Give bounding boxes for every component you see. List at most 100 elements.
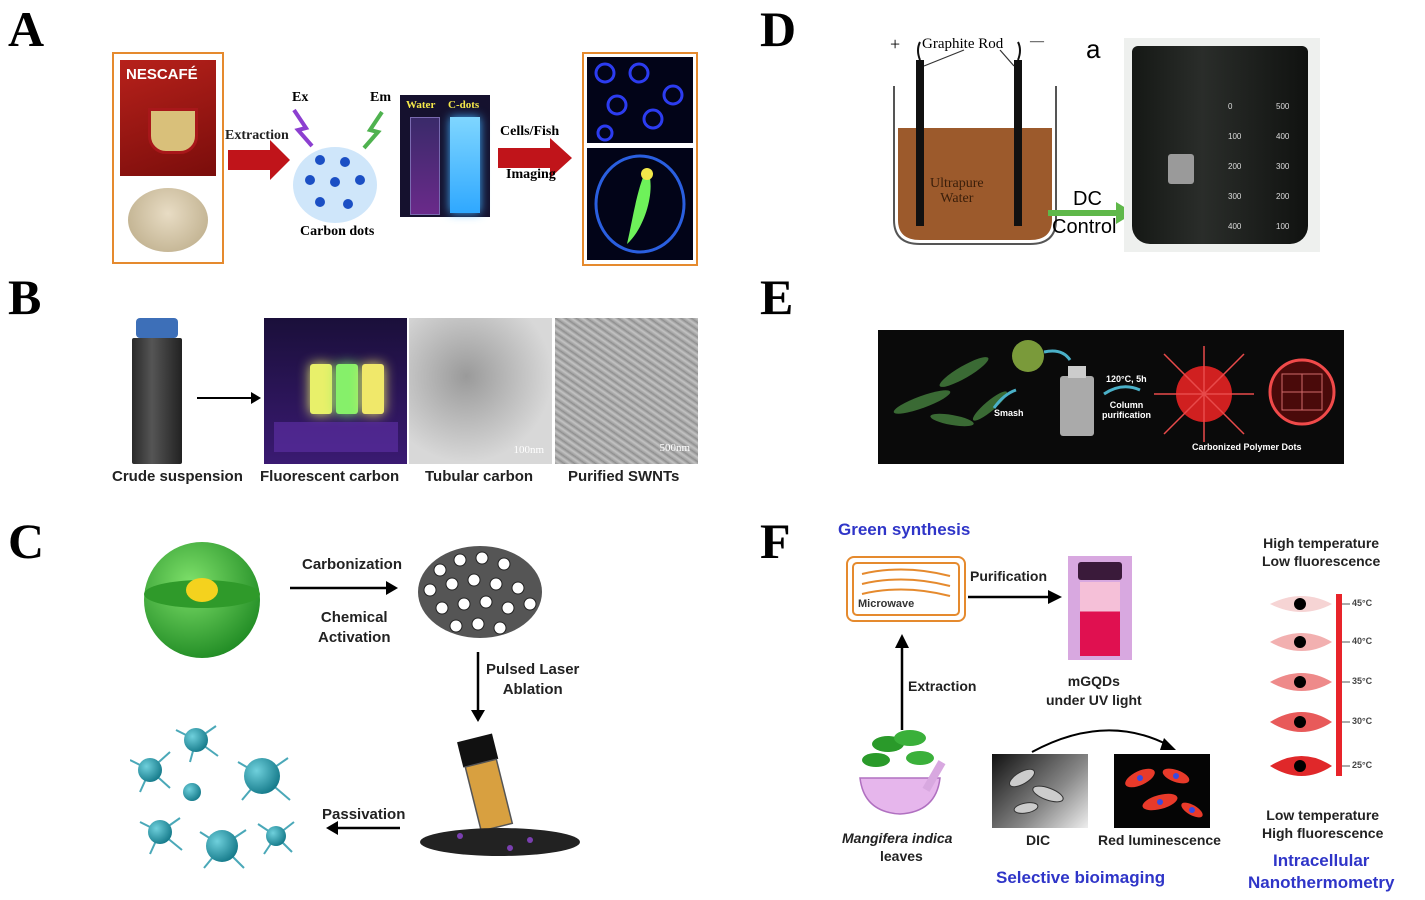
mgqds-label: mGQDs under UV light [1046,673,1142,708]
purification-arrow [968,590,1062,604]
mortar-pestle-icon [859,730,946,815]
scale-bar-1: 100nm [513,444,544,456]
temp-40: 40°C [1352,636,1373,646]
powder-pile [128,188,208,252]
beaker-liquid: 0 100 200 300 400 500 400 300 200 100 [1132,46,1308,244]
carbonization-label: Carbonization [302,556,402,573]
plus-sign: + [890,34,901,54]
cpd-synthesis-image: Smash 120°C, 5h Column purification Carb… [878,330,1344,464]
dic-label: DIC [1026,832,1051,848]
beaker-label-patch [1168,154,1194,184]
crude-suspension-vial [132,318,182,464]
caption-tubular-carbon: Tubular carbon [425,468,534,485]
nanothermometry-title: Intracellular Nanothermometry [1248,851,1395,892]
vial-cap [136,318,178,338]
em-label: Em [370,90,391,105]
beaker-mark: 500 [1276,102,1290,111]
caption-purified-swnts: Purified SWNTs [568,468,680,485]
porous-carbon [418,546,542,638]
leaves-label: leaves [880,848,923,864]
f-extraction-label: Extraction [908,678,977,694]
ultrapure-water [898,128,1052,240]
electrolysis-setup [893,41,1134,245]
dic-image [992,754,1088,828]
ex-label: Ex [292,90,309,105]
graphite-rod-right [1014,60,1022,226]
carbon-dots [305,155,365,209]
beaker-mark: 400 [1228,222,1242,231]
selective-bioimaging-title: Selective bioimaging [996,868,1166,887]
vial-body [132,338,182,464]
chemical-activation-label: Chemical Activation [318,609,391,646]
vials-photo: Water C-dots [400,95,490,217]
beaker-mark: 300 [1228,192,1242,201]
caption-fluorescent-carbon: Fluorescent carbon [260,468,400,485]
sublabel-a: a [1086,34,1101,64]
imaging-frame [582,52,698,266]
microwave-label: Microwave [858,598,915,610]
panel-label-a: A [8,1,45,57]
temp-30: 30°C [1352,716,1373,726]
cells-fish-label: Cells/Fish [500,124,560,139]
carbon-dots-label: Carbon dots [300,224,375,239]
plant-leaves [893,357,1008,427]
extraction-arrow-up [895,634,909,730]
ultrapure-water-label: Ultrapure Water [930,176,984,206]
pulsed-laser-label: Pulsed Laser Ablation [486,661,580,698]
beaker-mark: 400 [1276,132,1290,141]
cell-image [587,57,693,143]
beaker-mark: 300 [1276,162,1290,171]
cdots-vial [450,117,480,213]
control-label: Control [1052,216,1117,238]
ex-lightning-icon [292,108,314,148]
condition-label: 120°C, 5h [1106,374,1147,384]
coffee-cup [148,108,198,154]
beaker-scale: 0 100 200 300 400 500 400 300 200 100 [1228,102,1298,232]
mgqds-vial [1068,556,1132,660]
panel-label-e: E [760,269,794,325]
temp-45: 45°C [1352,598,1373,608]
purification-label: Purification [970,568,1048,584]
bioimaging-curve-arrow [1031,729,1176,753]
extraction-arrow [228,140,290,180]
fish-image [587,148,693,260]
water-label: Water [406,99,436,111]
tubular-carbon-photo: 100nm [409,318,552,464]
extraction-label: Extraction [225,128,289,143]
beaker-mark: 200 [1228,162,1242,171]
column-label: Column purification [1102,400,1151,420]
beaker-mark: 0 [1228,102,1233,111]
mangifera-label: Mangifera indica [842,830,953,846]
caption-crude-suspension: Crude suspension [112,468,243,485]
low-temp-label: Low temperature High fluorescence [1262,807,1384,841]
panel-label-f: F [760,513,791,569]
red-luminescence-image [1114,754,1210,828]
passivation-label: Passivation [322,806,406,823]
imaging-arrow [498,138,572,178]
microwave-box: Microwave [846,556,966,622]
nescafe-brand: NESCAFÉ [126,66,198,83]
beaker-mark: 100 [1228,132,1242,141]
autoclave-icon [1060,376,1094,436]
dc-label: DC [1073,188,1102,210]
graphite-rod-label: Graphite Rod [922,36,1004,52]
purified-swnts-photo: 500nm [555,318,698,464]
cpd-label: Carbonized Polymer Dots [1192,442,1302,452]
panel-b-arrow [197,392,261,404]
smash-label: Smash [994,408,1024,418]
panel-a-graphics [228,108,572,223]
smashed-plant [1012,340,1044,372]
sphere-core [186,578,218,602]
imaging-label: Imaging [506,167,556,182]
panel-label-b: B [8,269,42,325]
panel-c-graphics [130,542,580,869]
graphite-rod-left [916,60,924,226]
laser-ablation-tube [457,733,514,832]
red-luminescence-label: Red luminescence [1098,832,1221,848]
water-vial [410,117,440,215]
em-lightning-icon [362,110,384,150]
scale-bar-2: 500nm [659,442,690,454]
beaker-photo: 0 100 200 300 400 500 400 300 200 100 [1124,38,1320,252]
beaker-mark: 200 [1276,192,1290,201]
nescafe-packet: NESCAFÉ [120,60,216,176]
